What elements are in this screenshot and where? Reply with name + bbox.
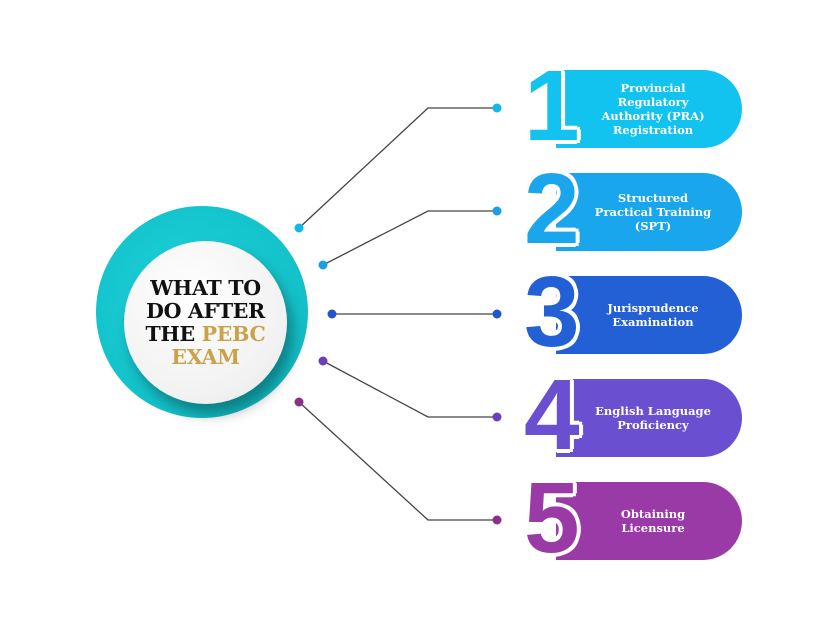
step-3-pill: Jurisprudence Examination [556, 276, 742, 354]
hub-title-line-3: THE PEBC [145, 321, 266, 346]
step-5-number: 5 [524, 462, 580, 574]
hub-title-accent: PEBC [201, 321, 266, 346]
connector-dot-3-start [327, 309, 337, 319]
step-3: Jurisprudence Examination 3 [520, 262, 745, 362]
connector-line-2 [322, 210, 497, 266]
step-1: Provincial Regulatory Authority (PRA) Re… [520, 56, 745, 156]
connector-line-4 [322, 360, 497, 418]
connector-dot-4-end [492, 412, 502, 422]
connector-dot-5-end [492, 515, 502, 525]
step-5-label: Obtaining Licensure [620, 507, 686, 535]
step-2-label: Structured Practical Training (SPT) [594, 191, 712, 233]
step-1-number: 1 [524, 50, 580, 162]
step-2-number: 2 [524, 153, 580, 265]
step-2: Structured Practical Training (SPT) 2 [520, 159, 745, 259]
step-4-label: English Language Proficiency [595, 404, 711, 432]
step-5-pill: Obtaining Licensure [556, 482, 742, 560]
hub-title: WHAT TO DO AFTER THE PEBC EXAM [145, 275, 266, 369]
hub-title-line-1: WHAT TO [150, 275, 261, 300]
step-4-number: 4 [524, 359, 580, 471]
step-4-pill: English Language Proficiency [556, 379, 742, 457]
connector-dot-2-start [318, 260, 328, 270]
connector-dot-5-start [294, 397, 304, 407]
connector-dot-4-start [318, 356, 328, 366]
step-1-pill: Provincial Regulatory Authority (PRA) Re… [556, 70, 742, 148]
connector-dot-3-end [492, 309, 502, 319]
hub-title-line-3-prefix: THE [145, 321, 202, 346]
step-3-label: Jurisprudence Examination [607, 301, 699, 329]
hub-circle: WHAT TO DO AFTER THE PEBC EXAM [124, 241, 287, 404]
connector-dot-1-start [294, 223, 304, 233]
connector-line-1 [298, 107, 497, 229]
step-3-number: 3 [524, 256, 580, 368]
connector-dot-1-end [492, 103, 502, 113]
connector-dot-2-end [492, 206, 502, 216]
hub-title-line-4: EXAM [171, 344, 240, 369]
hub-title-line-2: DO AFTER [146, 298, 265, 323]
step-1-label: Provincial Regulatory Authority (PRA) Re… [601, 81, 705, 137]
connector-line-5 [298, 401, 497, 521]
step-5: Obtaining Licensure 5 [520, 468, 745, 568]
step-2-pill: Structured Practical Training (SPT) [556, 173, 742, 251]
step-4: English Language Proficiency 4 [520, 365, 745, 465]
